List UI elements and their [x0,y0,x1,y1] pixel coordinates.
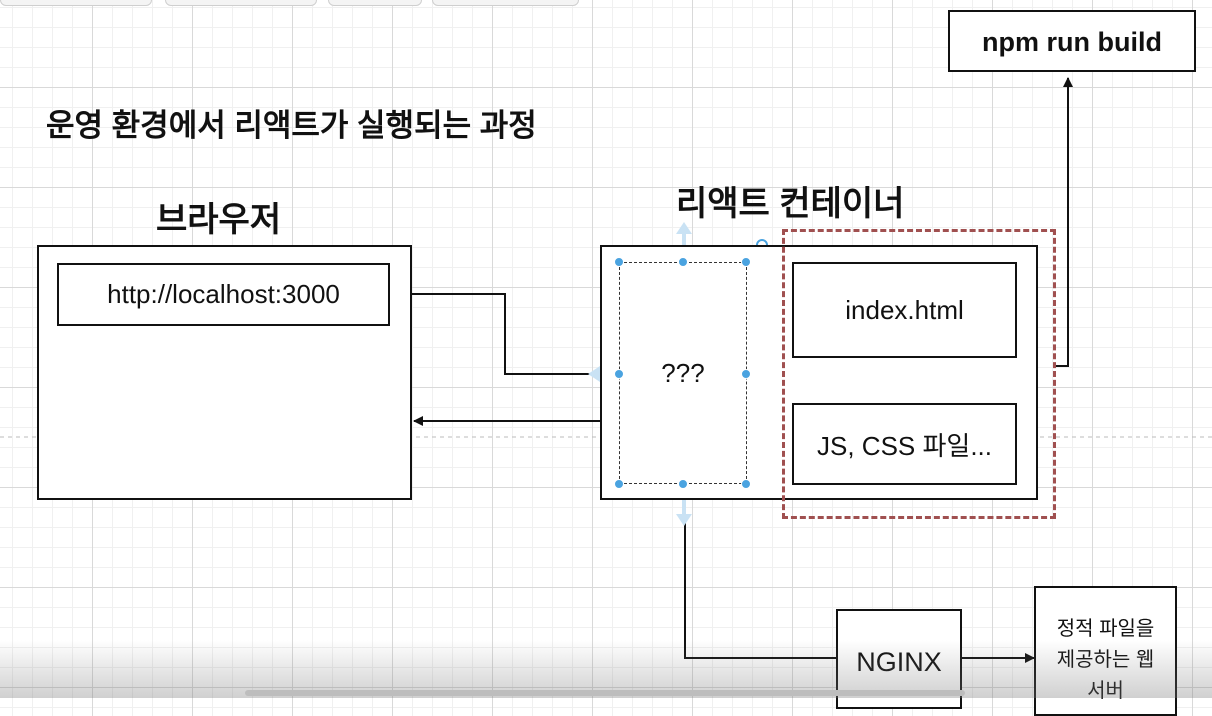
assets-box[interactable]: JS, CSS 파일... [792,403,1017,485]
selection-handle[interactable] [614,369,624,379]
horizontal-scrollbar[interactable] [245,690,965,696]
static-server-line2: 제공하는 웹 [1056,649,1155,671]
selection-handle[interactable] [741,479,751,489]
index-html-label: index.html [845,294,964,325]
unknown-node[interactable]: ??? [619,262,747,484]
selection-handle[interactable] [678,257,688,267]
tab-strip [0,0,1212,6]
nginx-label: NGINX [856,647,942,677]
url-box[interactable]: http://localhost:3000 [57,263,390,326]
connector-build [1054,77,1073,367]
selection-handle[interactable] [678,479,688,489]
static-server-line3: 서버 [1087,680,1124,702]
npm-build-box[interactable]: npm run build [948,10,1196,72]
static-server-line1: 정적 파일을 [1056,618,1155,640]
url-text: http://localhost:3000 [107,279,340,309]
static-server-box[interactable]: 정적 파일을 제공하는 웹 서버 [1034,586,1177,716]
connector-url-to-unknown [390,293,611,379]
npm-build-label: npm run build [982,26,1162,57]
selection-handle[interactable] [741,257,751,267]
assets-label: JS, CSS 파일... [817,430,992,461]
browser-label: 브라우저 [156,201,282,239]
selection-handle[interactable] [614,257,624,267]
selection-handle[interactable] [614,479,624,489]
selection-handle[interactable] [741,369,751,379]
index-html-box[interactable]: index.html [792,262,1017,358]
diagram-title: 운영 환경에서 리액트가 실행되는 과정 [46,108,537,143]
unknown-node-label: ??? [661,357,705,388]
build-output-region [782,229,1056,519]
connector-nginx-to-unknown [680,489,836,659]
react-container-label: 리액트 컨테이너 [676,185,905,223]
